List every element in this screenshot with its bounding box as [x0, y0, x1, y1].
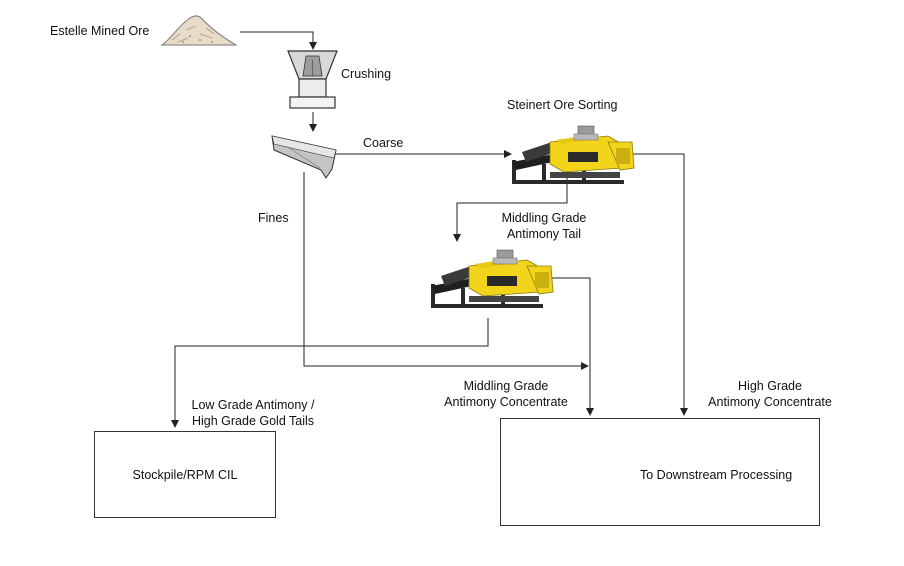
fines-label: Fines [258, 211, 289, 225]
low-grade-line2: High Grade Gold Tails [191, 414, 315, 428]
ore-sorter-icon [511, 125, 635, 185]
middling-conc-label: Middling Grade Antimony Concentrate [433, 378, 579, 410]
high-grade-label: High Grade Antimony Concentrate [697, 378, 843, 410]
high-grade-line [628, 153, 688, 416]
downstream-box [500, 418, 820, 526]
low-grade-line1: Low Grade Antimony / [191, 398, 315, 412]
low-grade-line [171, 318, 489, 428]
high-grade-line2: Antimony Concentrate [708, 395, 832, 409]
ore-to-crusher-line [240, 31, 317, 50]
middling-tail-line1: Middling Grade [501, 211, 587, 225]
fines-line [303, 172, 589, 370]
downstream-label: To Downstream Processing [640, 468, 793, 482]
high-grade-line1: High Grade [738, 379, 802, 393]
screen-icon [271, 135, 337, 179]
ore-pile-icon [160, 15, 238, 46]
middling-tail-label: Middling Grade Antimony Tail [486, 210, 602, 242]
sorting-label: Steinert Ore Sorting [507, 98, 618, 112]
low-grade-label: Low Grade Antimony / High Grade Gold Tai… [180, 397, 326, 429]
stockpile-box [94, 431, 276, 518]
middling-tail-line2: Antimony Tail [506, 227, 582, 241]
stockpile-label: Stockpile/RPM CIL [132, 468, 238, 482]
middling-conc-line1: Middling Grade [463, 379, 549, 393]
crusher-icon [287, 50, 338, 109]
middling-conc-line [545, 277, 594, 416]
mined-ore-label: Estelle Mined Ore [50, 24, 150, 38]
ore-sorter-icon [430, 249, 554, 309]
middling-conc-line2: Antimony Concentrate [444, 395, 568, 409]
crushing-label: Crushing [341, 67, 392, 81]
coarse-label: Coarse [363, 136, 404, 150]
middling-tail-line [453, 178, 568, 242]
